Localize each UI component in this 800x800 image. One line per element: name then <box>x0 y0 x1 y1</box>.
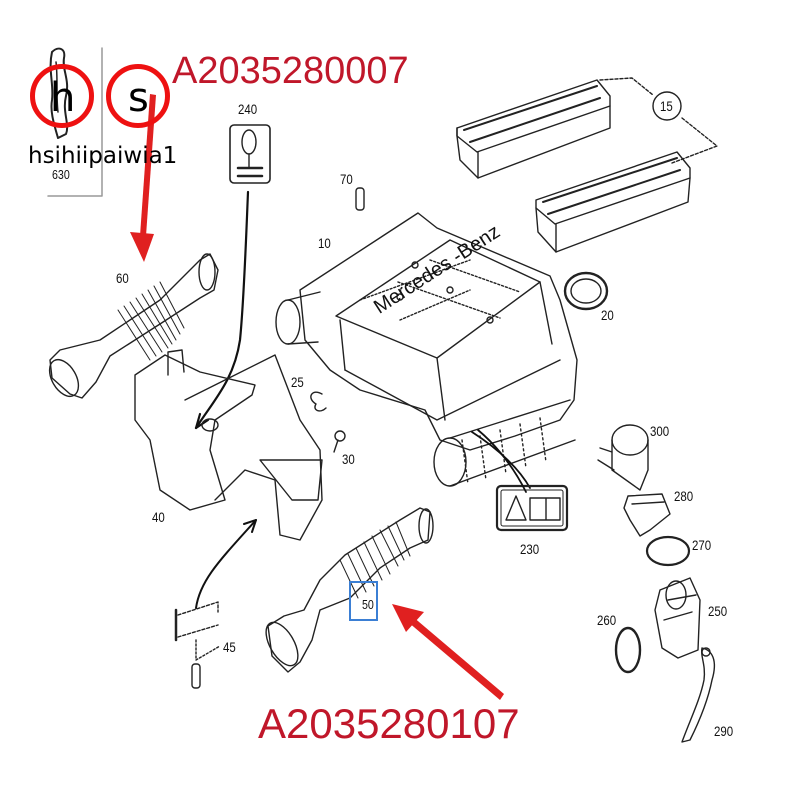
part-60-air-duct <box>48 253 219 399</box>
watermark-letter-h: h <box>50 75 76 121</box>
part-290-hose <box>681 647 716 743</box>
part-240-icon <box>194 124 271 430</box>
callout-300: 300 <box>650 423 670 439</box>
part-25-clip <box>310 391 327 412</box>
callout-10: 10 <box>318 235 331 251</box>
callout-260: 260 <box>597 612 617 628</box>
callout-250: 250 <box>708 603 728 619</box>
callout-30: 30 <box>342 451 355 467</box>
part-250-intake-housing <box>654 577 701 659</box>
part-280-bracket <box>623 493 671 537</box>
watermark-text: hsihiipaiwia1 <box>28 143 178 169</box>
part-30-bolt <box>333 430 346 453</box>
part-300-air-mass-meter <box>597 424 649 491</box>
watermark-circle-s <box>106 64 170 128</box>
callout-40: 40 <box>152 509 165 525</box>
part-10-air-filter-housing <box>275 212 578 489</box>
callout-15: 15 <box>660 98 673 114</box>
callout-630: 630 <box>52 167 70 182</box>
part-50-air-duct <box>265 507 434 673</box>
callout-270: 270 <box>692 537 712 553</box>
callout-60: 60 <box>116 270 129 286</box>
callout-45: 45 <box>223 639 236 655</box>
part-20-seal-ring <box>563 271 609 311</box>
callout-25: 25 <box>291 374 304 390</box>
part-number-bottom: A2035280107 <box>258 700 520 747</box>
callout-20: 20 <box>601 307 614 323</box>
part-70-pin <box>355 187 365 211</box>
part-260-seal-ring <box>614 626 642 674</box>
callout-50: 50 <box>362 597 374 612</box>
part-270-hose-clamp <box>645 535 691 567</box>
watermark-letter-s: s <box>128 75 149 121</box>
callout-280: 280 <box>674 488 694 504</box>
part-45-bracket <box>174 519 257 689</box>
callout-70: 70 <box>340 171 353 187</box>
highlight-box-part-50 <box>349 581 378 621</box>
part-number-top: A2035280007 <box>172 50 409 92</box>
watermark-circle-h <box>30 64 94 128</box>
part-230-warning-label <box>477 429 569 532</box>
callout-240: 240 <box>238 101 258 117</box>
red-pointer-arrows <box>130 94 504 700</box>
callout-290: 290 <box>714 723 734 739</box>
part-40-lower-housing <box>134 349 323 541</box>
callout-230: 230 <box>520 541 540 557</box>
part-15-air-filters <box>456 77 718 253</box>
